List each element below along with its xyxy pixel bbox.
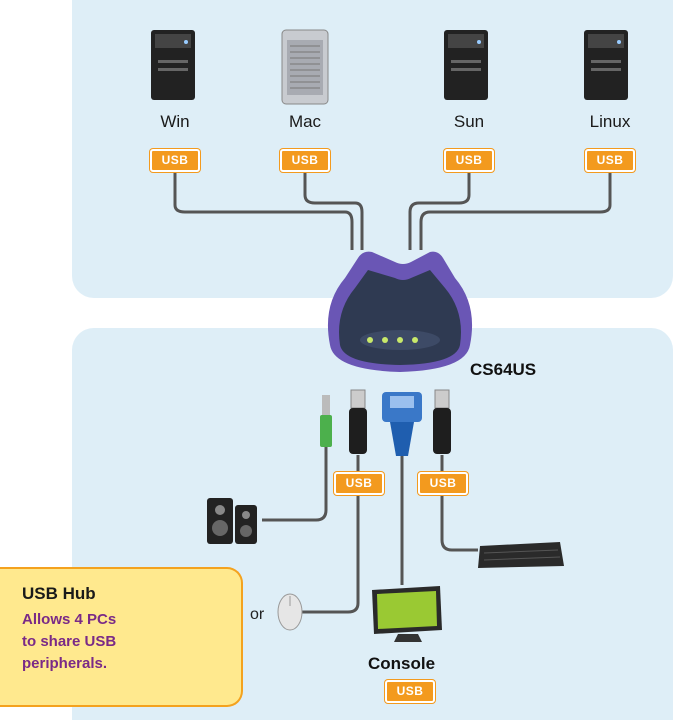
peripheral-cables [262, 445, 478, 614]
keyboard-icon [478, 542, 564, 568]
cable-linux [419, 168, 612, 250]
usb-tag-mac: USB [280, 149, 330, 172]
kvm-switch-icon [327, 251, 473, 372]
usb-plug-mouse-icon [349, 389, 367, 454]
usb-tag-mouse-port: USB [334, 472, 384, 495]
device-name: CS64US [470, 360, 537, 379]
usb-tag-linux: USB [585, 149, 635, 172]
mac-tower-icon [281, 29, 329, 105]
usb-tag-sun: USB [444, 149, 494, 172]
hub-title: USB Hub [22, 584, 96, 603]
computer-label-mac: Mac [288, 112, 322, 131]
cable-win [173, 168, 354, 250]
cable-mac [303, 168, 364, 250]
usb-tag-keyboard-port: USB [418, 472, 468, 495]
computer-label-sun: Sun [453, 112, 485, 131]
or-label: or [250, 606, 265, 623]
computer-label-win: Win [160, 112, 190, 131]
cable-speakers [262, 445, 328, 522]
sun-tower-icon [444, 30, 488, 100]
hub-line: Allows 4 PCs [22, 611, 117, 628]
usb-tag-console: USB [385, 680, 435, 703]
linux-tower-icon [584, 30, 628, 100]
mouse-icon [277, 593, 303, 631]
usb-hub-callout: USB Hub Allows 4 PCs to share USB periph… [0, 567, 243, 707]
hub-line: peripherals. [22, 655, 108, 672]
computer-label-linux: Linux [589, 112, 631, 131]
cable-keyboard [440, 455, 478, 552]
cable-mouse [300, 455, 360, 614]
console-label: Console [368, 654, 436, 673]
cable-sun [408, 168, 471, 250]
speakers-icon [207, 498, 257, 544]
computer-cables [173, 168, 612, 250]
hub-line: to share USB [22, 633, 117, 650]
vga-plug-icon [382, 392, 422, 456]
win-tower-icon [151, 30, 195, 100]
usb-tag-win: USB [150, 149, 200, 172]
monitor-icon [372, 586, 442, 642]
audio-plug-icon [320, 395, 332, 447]
usb-plug-keyboard-icon [433, 389, 451, 454]
